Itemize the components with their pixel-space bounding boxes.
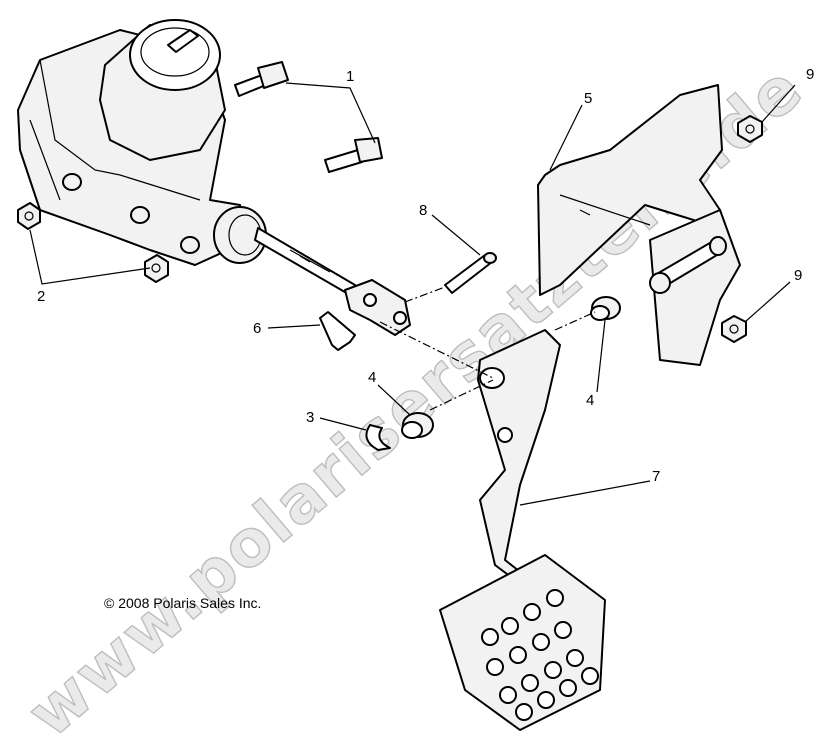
callout-4-left: 4 <box>368 369 376 386</box>
nut-right-lower <box>721 315 747 343</box>
push-rod <box>254 227 356 296</box>
callout-2: 2 <box>37 288 45 305</box>
master-cylinder <box>17 19 267 266</box>
clevis-pin <box>444 252 497 294</box>
pedal-pad-grip-holes <box>481 589 599 721</box>
e-clip <box>365 424 391 451</box>
callout-9-upper: 9 <box>806 66 814 83</box>
brake-pedal <box>439 329 606 731</box>
bolt-lower <box>324 137 383 173</box>
callout-4-right: 4 <box>586 392 594 409</box>
callout-9-lower: 9 <box>794 267 802 284</box>
callout-labels: 1 2 3 4 4 5 6 7 8 9 9 <box>37 66 814 485</box>
bushing-left <box>401 412 434 439</box>
callout-6: 6 <box>253 320 261 337</box>
bushing-right <box>590 296 621 321</box>
clevis <box>344 279 411 336</box>
nut-lower <box>144 254 169 283</box>
pivot-shaft <box>649 236 727 294</box>
cotter-pin <box>319 311 356 351</box>
nut-right-upper <box>737 115 763 143</box>
bolt-upper <box>234 61 289 97</box>
nut-upper <box>17 202 41 230</box>
leader-lines <box>29 82 796 506</box>
callout-1: 1 <box>346 68 354 85</box>
callout-5: 5 <box>584 90 592 107</box>
callout-3: 3 <box>306 409 314 426</box>
callout-8: 8 <box>419 202 427 219</box>
copyright-text: © 2008 Polaris Sales Inc. <box>104 595 261 611</box>
callout-7: 7 <box>652 468 660 485</box>
